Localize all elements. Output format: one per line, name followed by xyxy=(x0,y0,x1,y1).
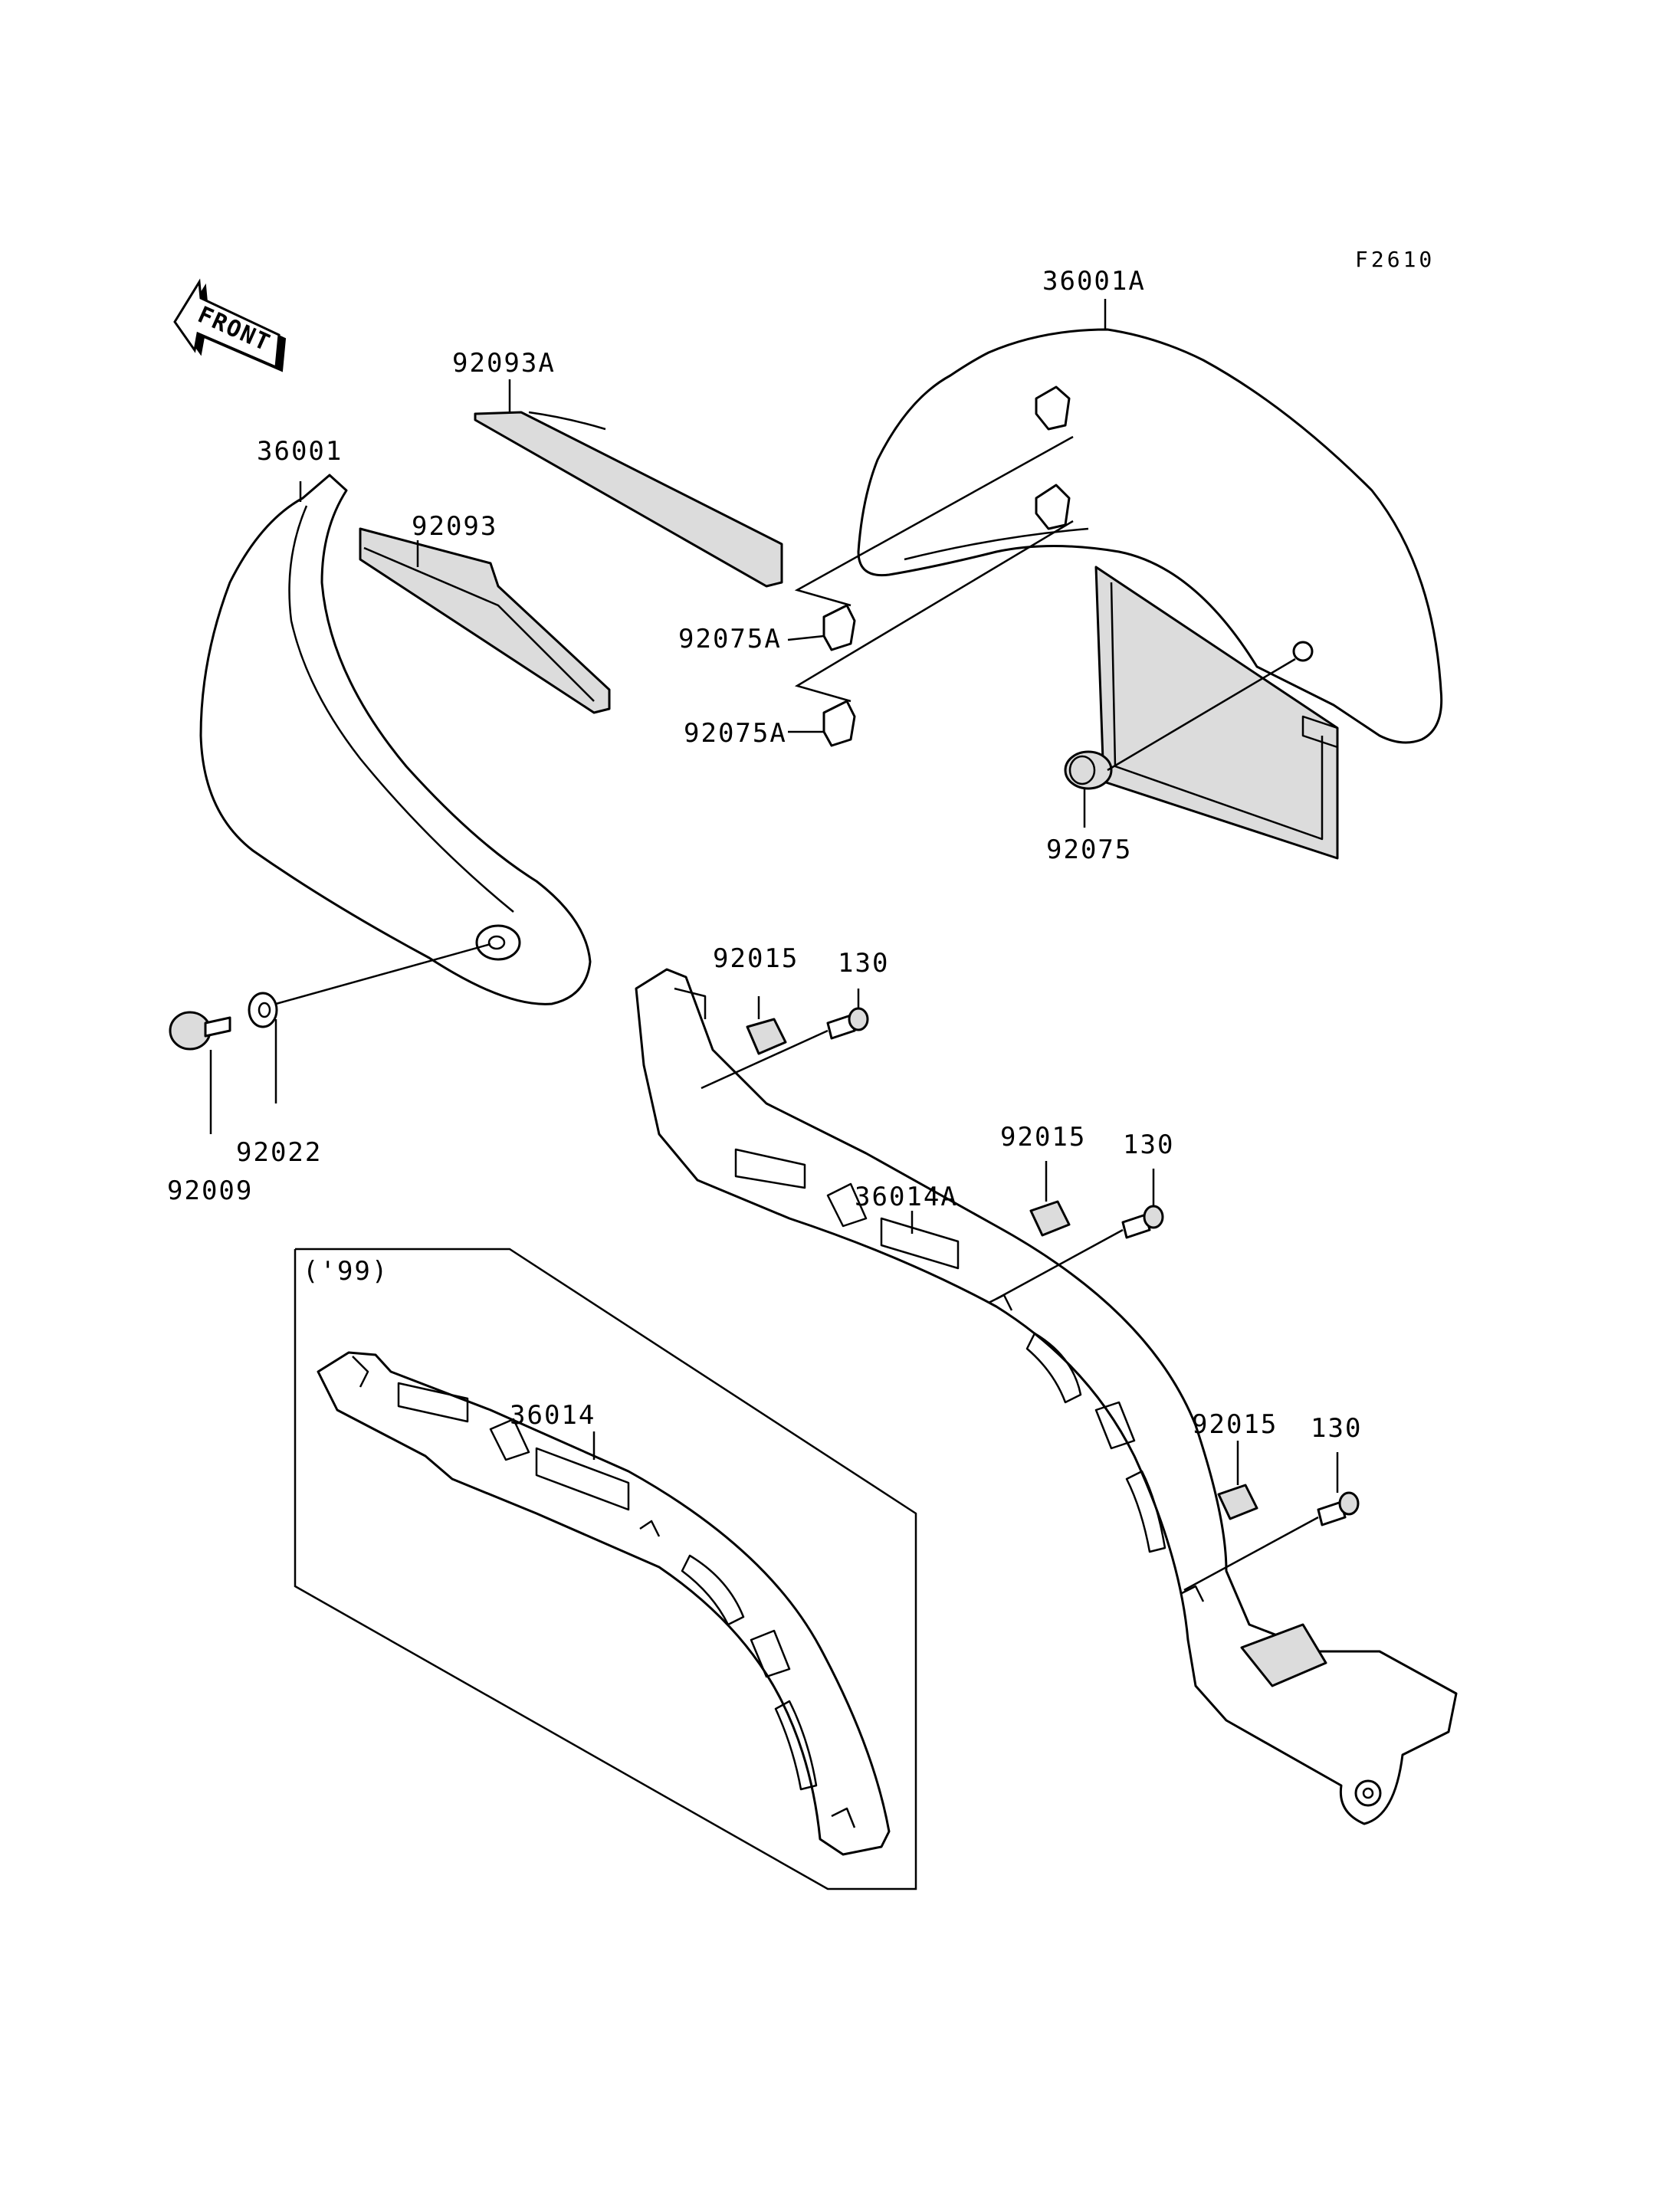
side-cover-right-36001A xyxy=(857,328,1443,860)
trim-strip-92093A xyxy=(474,411,783,588)
clip-92075A-1 xyxy=(822,604,856,651)
label-36001: 36001 xyxy=(257,436,343,467)
front-direction-arrow-icon: FRONT xyxy=(173,278,287,372)
label-130-1: 130 xyxy=(838,948,889,979)
bracket-36014A xyxy=(635,968,1458,1825)
inset-1999-box xyxy=(294,1248,917,1890)
inset-label: ('99) xyxy=(303,1256,389,1287)
label-92075: 92075 xyxy=(1046,835,1132,865)
label-92075A-1: 92075A xyxy=(678,624,782,654)
bracket-36014 xyxy=(317,1351,891,1856)
label-130-2: 130 xyxy=(1123,1130,1174,1160)
label-92022: 92022 xyxy=(236,1137,322,1168)
bolt-130-2 xyxy=(1121,1205,1164,1239)
side-cover-left-36001 xyxy=(199,474,592,1005)
label-36014A: 36014A xyxy=(855,1182,958,1212)
label-92093: 92093 xyxy=(412,511,497,542)
grommet-92075 xyxy=(1064,750,1113,790)
trim-strip-92093 xyxy=(359,527,611,714)
bolt-92009 xyxy=(169,1011,231,1051)
label-36001A: 36001A xyxy=(1042,266,1146,297)
clip-nut-92015-2 xyxy=(1029,1200,1071,1237)
clip-92075A-2 xyxy=(822,700,856,747)
label-92093A: 92093A xyxy=(452,348,556,379)
label-92015-1: 92015 xyxy=(713,943,799,974)
label-36014: 36014 xyxy=(510,1400,596,1431)
clip-nut-92015-3 xyxy=(1217,1484,1258,1520)
figure-code: F2610 xyxy=(1355,247,1435,272)
bolt-130-3 xyxy=(1317,1491,1360,1526)
label-92015-3: 92015 xyxy=(1192,1409,1278,1440)
label-92015-2: 92015 xyxy=(1000,1122,1086,1153)
label-130-3: 130 xyxy=(1311,1413,1362,1444)
label-92075A-2: 92075A xyxy=(684,718,787,749)
bolt-130-1 xyxy=(826,1007,869,1040)
clip-nut-92015-1 xyxy=(746,1018,787,1055)
washer-92022 xyxy=(248,992,278,1028)
label-92009: 92009 xyxy=(167,1176,253,1206)
